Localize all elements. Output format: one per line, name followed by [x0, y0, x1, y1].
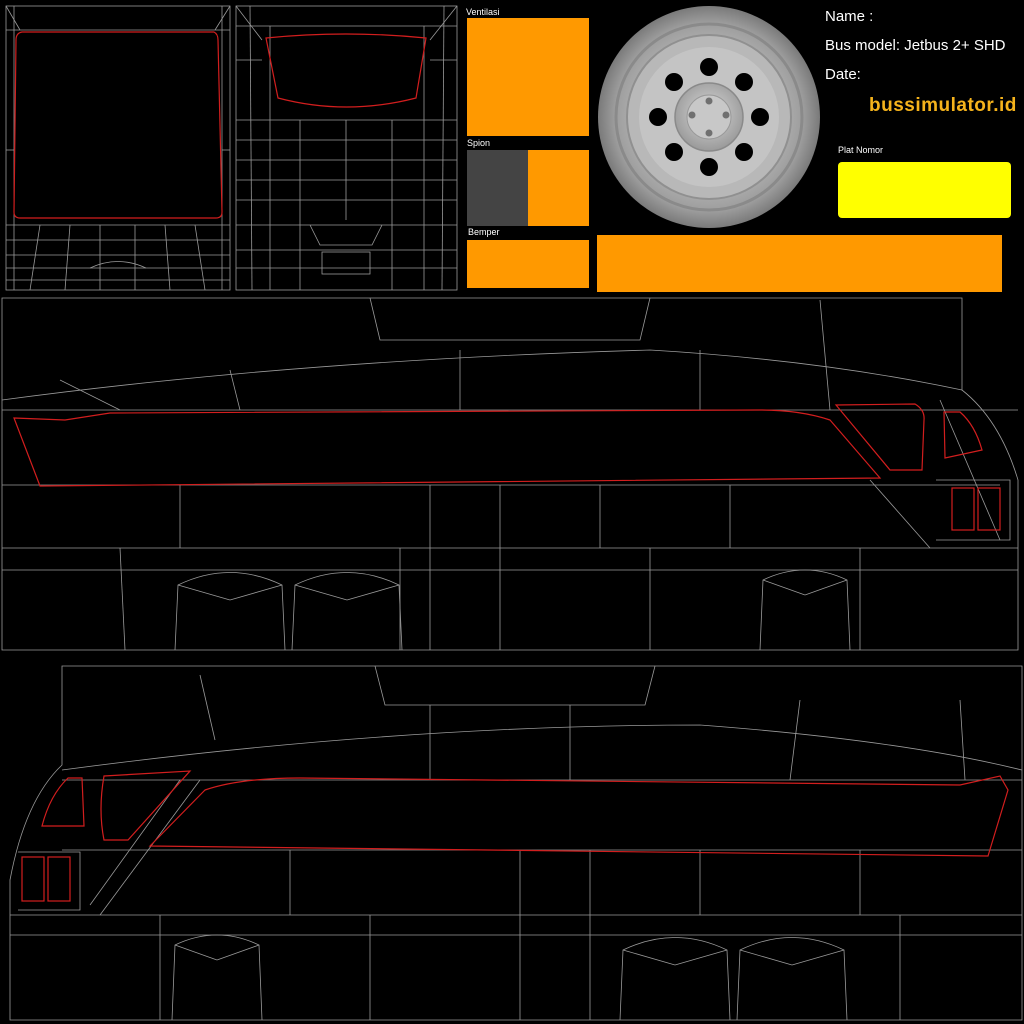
left-side-front-window-outline	[943, 411, 983, 459]
right-side-lamp-outlines	[21, 856, 71, 902]
left-side-windows-outline	[13, 409, 882, 487]
left-side-lamp-outlines	[951, 487, 1001, 531]
right-side-front-window-outline	[41, 777, 85, 827]
ventilasi-label: Ventilasi	[466, 7, 500, 17]
brand-logo-text: bussimulator.id	[869, 95, 1017, 116]
left-side-door-window-outline	[834, 403, 925, 471]
right-side-windows-outline	[148, 775, 1009, 857]
bemper-label: Bemper	[468, 227, 500, 237]
left-side-view-uv	[1, 297, 1019, 651]
front-windshield-outline	[13, 31, 223, 219]
date-field-label: Date:	[825, 66, 861, 83]
rear-view-uv	[235, 5, 458, 291]
right-side-door-window-outline	[100, 770, 192, 841]
bus-model-label: Bus model: Jetbus 2+ SHD	[825, 37, 1006, 54]
right-side-view-uv	[9, 665, 1023, 1021]
side-strip-swatch[interactable]	[597, 235, 1002, 292]
ventilasi-swatch[interactable]	[467, 18, 589, 136]
spion-dark-swatch[interactable]	[467, 150, 528, 226]
rear-window-outline	[265, 33, 427, 108]
name-field-label: Name :	[825, 8, 874, 25]
bemper-swatch[interactable]	[467, 240, 589, 288]
spion-label: Spion	[467, 138, 491, 148]
wheel-image	[598, 6, 820, 228]
spion-orange-swatch[interactable]	[528, 150, 589, 226]
plat-nomor-swatch[interactable]	[838, 162, 1011, 218]
plat-nomor-label: Plat Nomor	[838, 145, 884, 155]
front-view-uv	[5, 5, 231, 291]
